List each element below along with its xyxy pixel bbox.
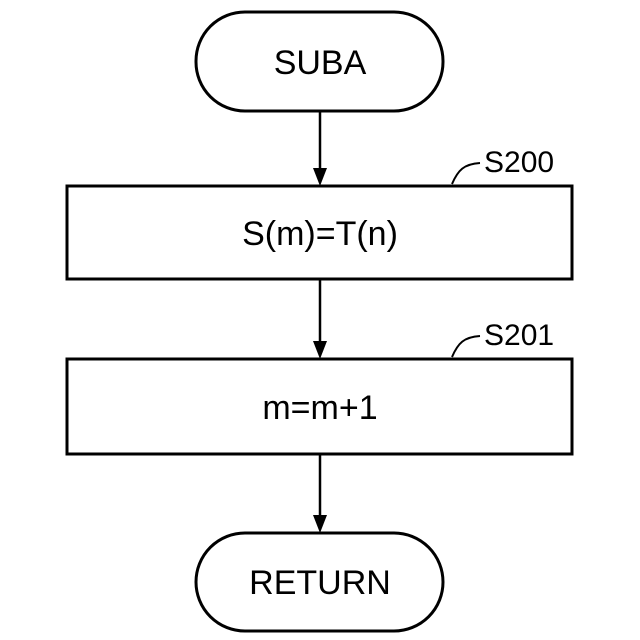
start-terminal: SUBA — [196, 12, 443, 111]
arrow-head — [313, 515, 327, 533]
end-terminal-label: RETURN — [249, 564, 391, 602]
step-id-label: S200 — [484, 146, 554, 179]
start-terminal-label: SUBA — [274, 44, 367, 82]
arrow-head — [313, 341, 327, 359]
step-id-leader — [452, 163, 480, 184]
step-id-leader — [452, 336, 480, 357]
end-terminal: RETURN — [196, 533, 443, 631]
step-id-label: S201 — [484, 319, 554, 352]
edge-s200-to-s201 — [313, 279, 327, 359]
arrow-head — [313, 168, 327, 186]
process-text: m=m+1 — [262, 389, 377, 427]
process-text: S(m)=T(n) — [242, 215, 398, 253]
edge-start-to-s200 — [313, 111, 327, 186]
edge-s201-to-end — [313, 454, 327, 533]
